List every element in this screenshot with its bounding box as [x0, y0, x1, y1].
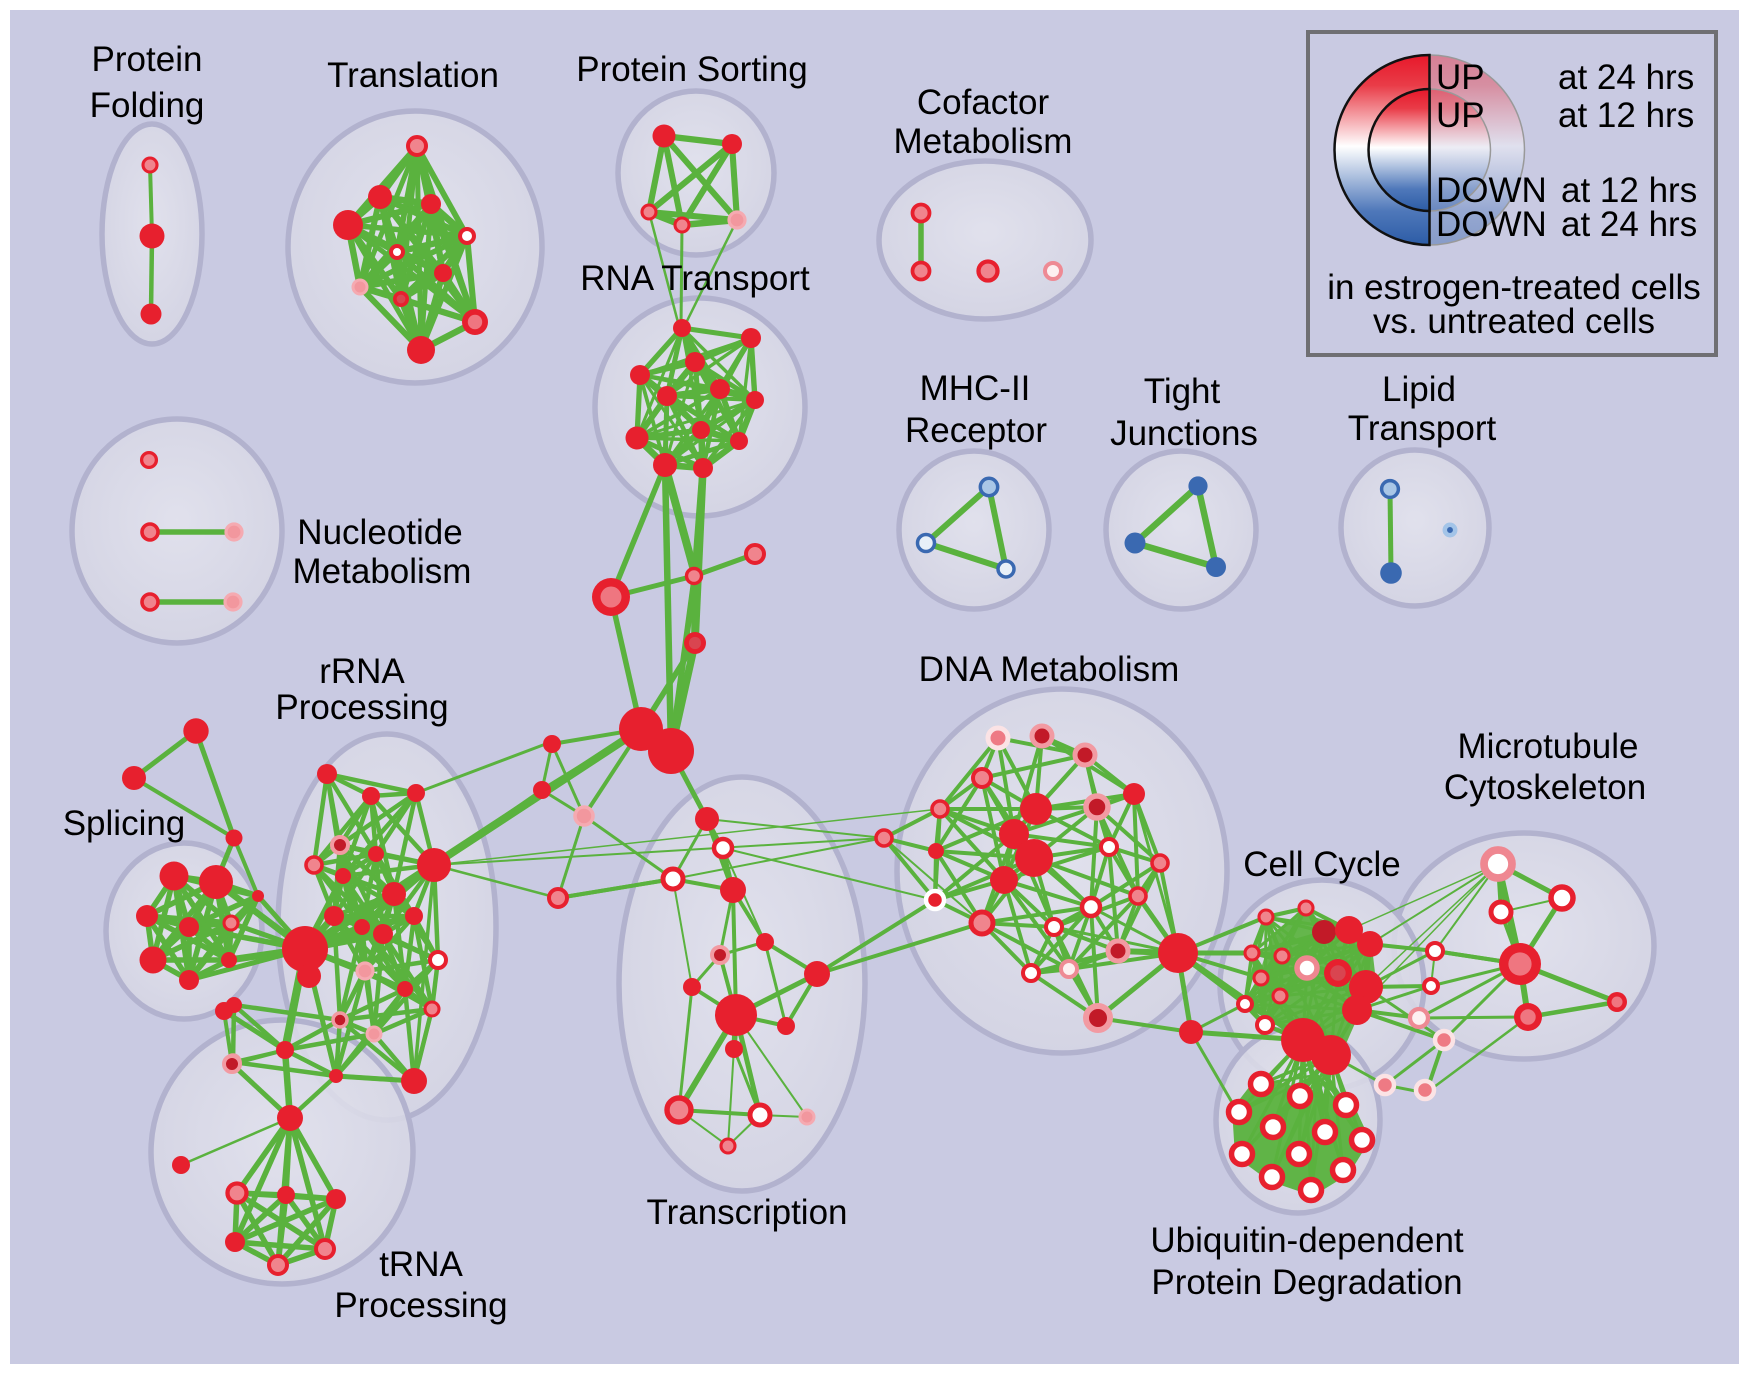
svg-text:Metabolism: Metabolism: [293, 552, 472, 591]
svg-text:Transport: Transport: [1348, 409, 1497, 448]
svg-text:at 12 hrs: at 12 hrs: [1561, 171, 1697, 210]
svg-text:at 24 hrs: at 24 hrs: [1558, 58, 1694, 97]
svg-text:Transcription: Transcription: [647, 1193, 848, 1232]
svg-text:Cofactor: Cofactor: [917, 83, 1050, 122]
svg-text:Receptor: Receptor: [905, 411, 1047, 450]
svg-text:vs. untreated cells: vs. untreated cells: [1373, 302, 1655, 341]
svg-text:Tight: Tight: [1144, 372, 1221, 411]
svg-text:Translation: Translation: [327, 56, 499, 95]
svg-text:Protein Degradation: Protein Degradation: [1151, 1263, 1462, 1302]
svg-text:MHC-II: MHC-II: [920, 369, 1031, 408]
svg-text:Splicing: Splicing: [63, 804, 186, 843]
svg-text:Nucleotide: Nucleotide: [297, 513, 462, 552]
svg-text:UP: UP: [1436, 58, 1485, 97]
svg-text:Cytoskeleton: Cytoskeleton: [1444, 768, 1646, 807]
svg-text:Metabolism: Metabolism: [894, 122, 1073, 161]
svg-text:Folding: Folding: [90, 86, 205, 125]
svg-text:Processing: Processing: [275, 688, 448, 727]
svg-text:tRNA: tRNA: [379, 1245, 463, 1284]
svg-text:RNA Transport: RNA Transport: [580, 259, 810, 298]
svg-text:in estrogen-treated cells: in estrogen-treated cells: [1327, 268, 1701, 307]
svg-text:Processing: Processing: [334, 1286, 507, 1325]
svg-text:DOWN: DOWN: [1436, 205, 1547, 244]
svg-text:Microtubule: Microtubule: [1458, 727, 1639, 766]
svg-text:Protein Sorting: Protein Sorting: [576, 50, 808, 89]
svg-text:DOWN: DOWN: [1436, 171, 1547, 210]
svg-text:rRNA: rRNA: [319, 652, 405, 691]
svg-text:Lipid: Lipid: [1382, 370, 1456, 409]
svg-text:Ubiquitin-dependent: Ubiquitin-dependent: [1150, 1221, 1464, 1260]
svg-text:UP: UP: [1436, 96, 1485, 135]
svg-text:Junctions: Junctions: [1110, 414, 1258, 453]
svg-text:Cell Cycle: Cell Cycle: [1243, 845, 1401, 884]
svg-text:DNA Metabolism: DNA Metabolism: [919, 650, 1180, 689]
svg-text:Protein: Protein: [92, 40, 203, 79]
svg-text:at 24 hrs: at 24 hrs: [1561, 205, 1697, 244]
svg-text:at 12 hrs: at 12 hrs: [1558, 96, 1694, 135]
